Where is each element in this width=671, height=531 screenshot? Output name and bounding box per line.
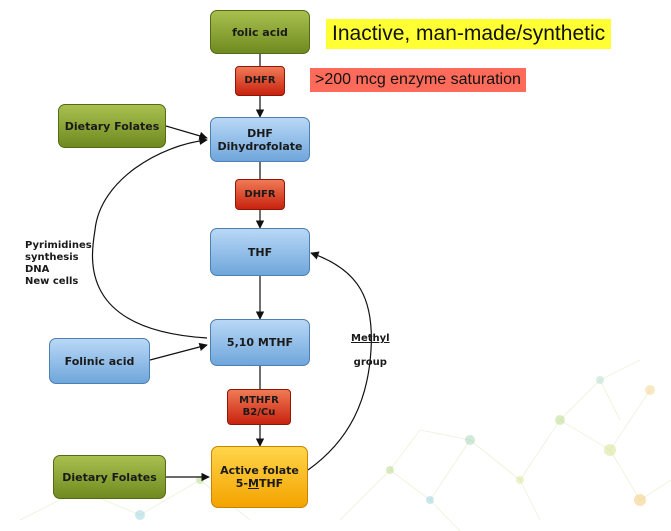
mthfr-enzyme: MTHFR B2/Cu — [227, 389, 291, 425]
folinic-acid-label: Folinic acid — [64, 354, 135, 368]
active-folate-prefix: 5- — [235, 477, 249, 490]
active-folate-box: Active folate 5-MTHF — [211, 446, 308, 508]
methyl-group-note: Methyl group — [351, 321, 390, 381]
dietary-folates-top-box: Dietary Folates — [58, 104, 166, 148]
arrow-pyrimidines-loop — [91, 136, 208, 339]
active-folate-label: Active folate — [220, 464, 299, 477]
dhfr-1-label: DHFR — [244, 75, 276, 86]
folic-acid-box: folic acid — [210, 10, 310, 54]
mthf-510-label: 5,10 MTHF — [226, 336, 294, 349]
group-label: group — [353, 357, 387, 368]
active-folate-suffix: THF — [258, 477, 284, 490]
active-folate-underlined-m: M — [248, 477, 259, 490]
folinic-acid-box: Folinic acid — [49, 338, 150, 384]
dhf-label: DHF — [247, 126, 273, 140]
arrow-folinic-to-510mthf — [149, 342, 208, 361]
arrow-dietary-to-dhf — [165, 125, 208, 140]
active-folate-5mthf: 5-MTHF — [236, 477, 283, 490]
dhfr-2-label: DHFR — [244, 188, 276, 200]
dietary-folates-bottom-box: Dietary Folates — [53, 455, 166, 499]
inactive-synthetic-note: Inactive, man-made/synthetic — [326, 19, 612, 49]
arrow-methyl-loop — [307, 251, 372, 471]
mthfr-cofactor-label: B2/Cu — [242, 407, 276, 418]
methyl-label: Methyl — [351, 333, 390, 344]
folic-acid-label: folic acid — [232, 25, 288, 39]
mthf-510-box: 5,10 MTHF — [210, 319, 310, 366]
dhf-box: DHF Dihydrofolate — [210, 117, 310, 162]
mthfr-label: MTHFR — [239, 395, 279, 406]
thf-label: THF — [247, 245, 273, 259]
dhf-full-label: Dihydrofolate — [217, 139, 303, 153]
pyrimidines-note: Pyrimidines synthesis DNA New cells — [25, 240, 92, 287]
dietary-folates-bottom-label: Dietary Folates — [62, 470, 157, 484]
dhfr-enzyme-1: DHFR — [235, 66, 285, 96]
enzyme-saturation-note: >200 mcg enzyme saturation — [310, 68, 526, 92]
dhfr-enzyme-2: DHFR — [235, 179, 285, 210]
dietary-folates-top-label: Dietary Folates — [64, 119, 160, 133]
thf-box: THF — [210, 228, 310, 276]
